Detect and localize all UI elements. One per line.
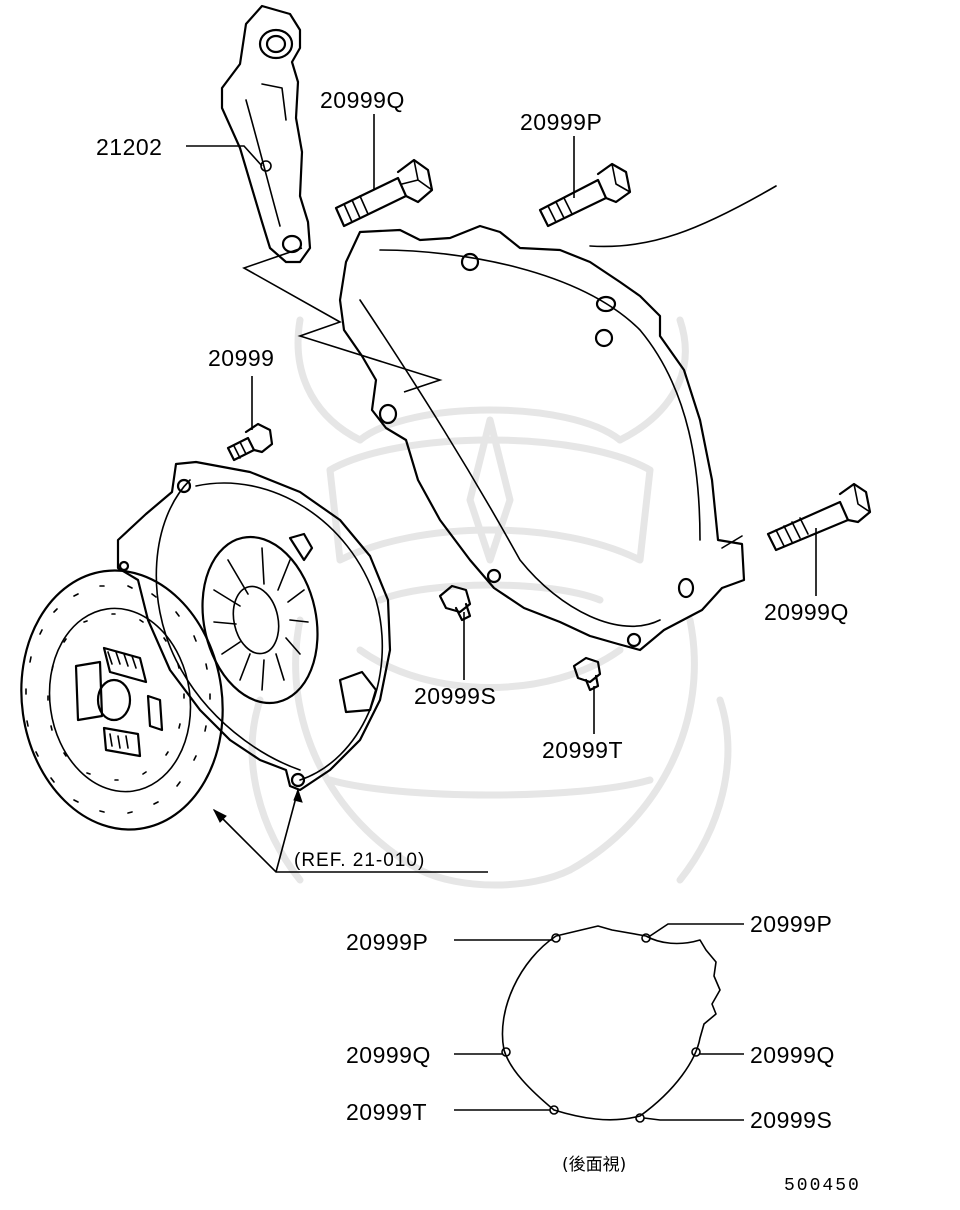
clutch-disc <box>20 569 224 831</box>
drawing-number: 500450 <box>784 1176 861 1196</box>
leader-connector <box>242 247 443 393</box>
clutch-housing <box>338 185 777 652</box>
label-bolt-cover: 20999 <box>208 345 274 371</box>
disc-friction-holes <box>25 585 211 814</box>
rear-label-right-mid: 20999Q <box>750 1042 835 1068</box>
rear-label-left-top: 20999P <box>346 929 428 955</box>
bolt-right <box>766 482 872 552</box>
label-reference: (REF. 21-010) <box>294 850 425 871</box>
label-bolt-top-left: 20999Q <box>320 87 405 113</box>
clutch-bracket <box>220 4 312 264</box>
watermark-logo <box>248 316 732 889</box>
rear-label-left-bottom: 20999T <box>346 1099 427 1125</box>
label-bolt-s: 20999S <box>414 683 496 709</box>
bolt-s <box>438 584 472 622</box>
rear-label-left-mid: 20999Q <box>346 1042 431 1068</box>
rear-view-caption: (後面視) <box>562 1155 626 1175</box>
bolt-cover <box>226 422 274 462</box>
clutch-cover <box>116 460 392 792</box>
rear-label-right-bottom: 20999S <box>750 1107 832 1133</box>
leader-lines <box>186 114 817 873</box>
rear-view-inset <box>454 923 744 1123</box>
bolt-top-left <box>334 158 434 228</box>
label-bracket: 21202 <box>96 134 162 160</box>
label-bolt-right: 20999Q <box>764 599 849 625</box>
label-bolt-t: 20999T <box>542 737 623 763</box>
bolt-top-right <box>538 162 632 228</box>
rear-label-right-top: 20999P <box>750 911 832 937</box>
label-bolt-top-right: 20999P <box>520 109 602 135</box>
